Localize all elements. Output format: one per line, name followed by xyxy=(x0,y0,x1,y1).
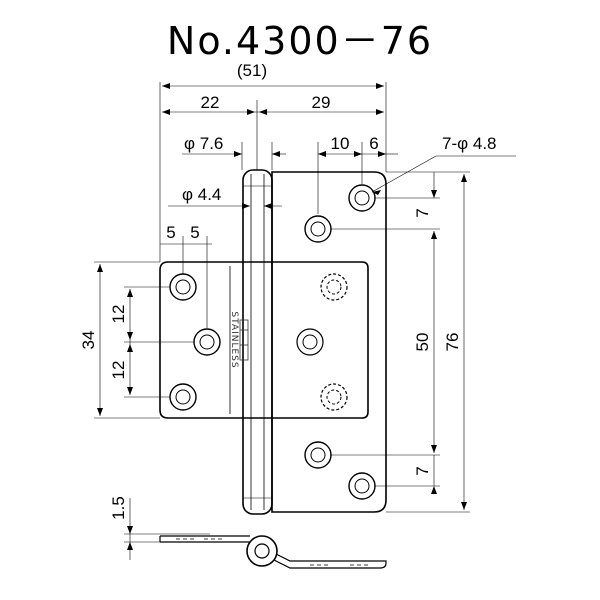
dim-hole-edge-x: 6 xyxy=(369,134,378,153)
dim-left-hole-x1: 5 xyxy=(166,223,175,242)
left-leaf xyxy=(159,261,369,419)
hole-right-top xyxy=(348,184,376,212)
right-leaf xyxy=(271,171,387,513)
stamp-logo xyxy=(239,319,249,361)
dim-hole-edge-y-bottom: 7 xyxy=(413,466,432,475)
drawing-title: No.4300－76 xyxy=(166,19,434,63)
dim-thickness: 1.5 xyxy=(109,496,128,520)
dim-hole-spec: 7-φ 4.8 xyxy=(442,134,497,153)
section-view xyxy=(159,535,387,569)
dim-left-pitch-top: 12 xyxy=(109,305,128,324)
dim-left-leaf-height: 34 xyxy=(79,331,98,350)
knuckle-barrel xyxy=(242,169,273,515)
hole-right-lower xyxy=(304,441,332,469)
dim-pin-dia: φ 4.4 xyxy=(182,185,221,204)
stamp-material: STAINLESS xyxy=(229,311,239,368)
dim-inner-hole-span: 50 xyxy=(413,333,432,352)
dim-overall-width: (51) xyxy=(237,61,267,80)
dim-pin-head-dia: φ 7.6 xyxy=(184,134,223,153)
dim-right-leaf-width: 29 xyxy=(312,93,331,112)
hole-left-bottom xyxy=(169,383,197,411)
hole-hidden-bottom xyxy=(320,383,348,411)
dim-left-pitch-bottom: 12 xyxy=(109,361,128,380)
dim-left-leaf-width: 22 xyxy=(201,93,220,112)
dim-hole-spacing-x: 10 xyxy=(331,134,350,153)
hole-hidden-top xyxy=(320,273,348,301)
dim-left-hole-x2: 5 xyxy=(190,223,199,242)
hole-left-top xyxy=(169,273,197,301)
hole-right-upper xyxy=(304,215,332,243)
hole-left-middle xyxy=(193,328,221,356)
dim-hole-edge-y-top: 7 xyxy=(413,208,432,217)
hole-center xyxy=(296,328,324,356)
dim-overall-height: 76 xyxy=(443,333,462,352)
hole-right-bottom xyxy=(348,472,376,500)
